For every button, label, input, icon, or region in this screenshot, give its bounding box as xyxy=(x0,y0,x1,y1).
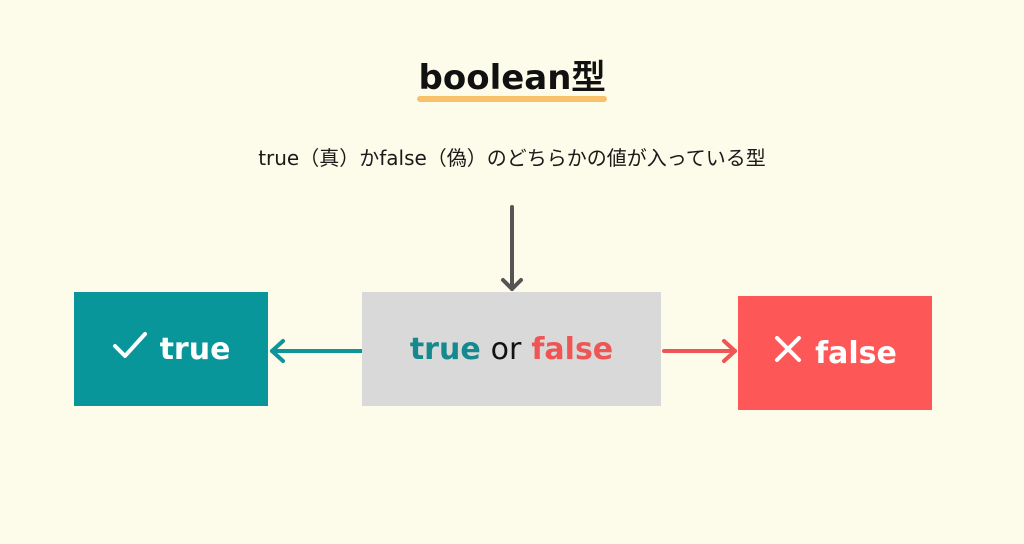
title-text: boolean型 xyxy=(416,58,608,102)
subtitle: true（真）かfalse（偽）のどちらかの値が入っている型 xyxy=(258,146,766,170)
center-or-text: or xyxy=(490,331,522,367)
center-true-text: true xyxy=(409,331,481,367)
left-arrow-icon xyxy=(270,339,364,363)
down-arrow-icon xyxy=(501,205,523,291)
center-box: true or false xyxy=(362,292,661,406)
center-false-text: false xyxy=(531,331,614,367)
right-arrow-icon xyxy=(662,339,737,363)
false-box: false xyxy=(738,296,932,410)
title: boolean型 xyxy=(0,56,1024,102)
check-icon xyxy=(112,330,148,368)
true-box: true xyxy=(74,292,268,406)
false-label: false xyxy=(815,335,897,371)
true-label: true xyxy=(159,331,231,367)
cross-icon xyxy=(773,334,803,372)
